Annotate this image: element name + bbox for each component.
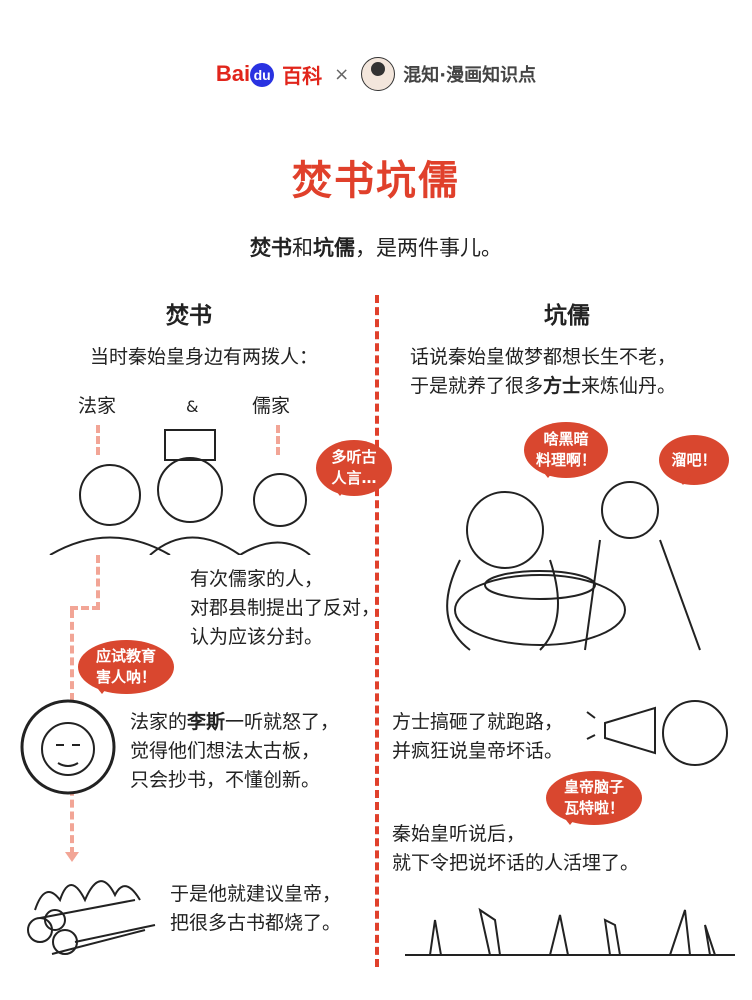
hunzhi-avatar-icon [361, 57, 396, 91]
left-para1: 有次儒家的人， 对郡县制提出了反对， 认为应该分封。 [190, 565, 380, 652]
megaphone-man-illustration [586, 700, 728, 766]
speech-bubble-dark-cuisine: 啥黑暗料理啊！ [524, 422, 608, 478]
subtitle-text: 和 [292, 236, 313, 260]
burning-books-illustration [27, 880, 156, 955]
baidu-paw-icon: du [250, 63, 275, 88]
text-line: 就下令把说坏话的人活埋了。 [392, 852, 640, 874]
text-line: 于是就养了很多方士来炼仙丹。 [410, 372, 676, 401]
speech-bubble-run: 溜吧！ [659, 435, 729, 485]
text-line: 法家的李斯一听就怒了， [130, 708, 339, 737]
ampersand: & [186, 397, 199, 416]
text-span: 法家的 [130, 711, 188, 733]
flow-line [70, 606, 100, 610]
text-line: 把很多古书都烧了。 [170, 912, 342, 934]
text-span: 于是就养了很多 [410, 375, 544, 397]
text-line: 只会抄书，不懂创新。 [130, 769, 321, 791]
pointer-fajia [96, 425, 100, 455]
bubble-line: 害人呐！ [95, 668, 156, 686]
speech-bubble-lisi: 应试教育害人呐！ [78, 640, 174, 694]
right-heading: 坑儒 [544, 303, 590, 329]
lisi-name: 李斯 [187, 711, 226, 733]
subtitle-text-2: ，是两件事儿。 [355, 236, 502, 260]
brand-name: 混知·漫画知识点 [403, 65, 537, 86]
label-fajia: 法家 [78, 395, 117, 417]
left-para3: 于是他就建议皇帝， 把很多古书都烧了。 [170, 880, 341, 938]
bubble-line: 皇帝脑子 [563, 778, 624, 796]
fajia-rujia-illustration [49, 429, 311, 555]
page-title: 焚书坑儒 [292, 158, 460, 204]
right-para1: 方士搞砸了就跑路， 并疯狂说皇帝坏话。 [392, 708, 563, 766]
text-line: 认为应该分封。 [190, 626, 324, 648]
center-divider [375, 295, 379, 967]
left-heading: 焚书 [166, 303, 212, 329]
text-line: 觉得他们想法太古板， [130, 740, 321, 762]
pointer-rujia [276, 425, 280, 455]
subtitle: 焚书和坑儒，是两件事儿。 [0, 232, 752, 262]
lisi-portrait [20, 699, 116, 795]
text-line: 方士搞砸了就跑路， [392, 711, 564, 733]
buried-hands-illustration [405, 907, 735, 956]
text-line: 话说秦始皇做梦都想长生不老， [410, 346, 677, 368]
subtitle-bold-2: 坑儒 [313, 236, 355, 260]
bubble-line: 啥黑暗 [543, 430, 589, 448]
text-line: 并疯狂说皇帝坏话。 [392, 740, 564, 762]
bubble-line: 瓦特啦！ [563, 799, 624, 817]
bubble-line: 多听古 [331, 448, 377, 466]
flow-line [96, 555, 100, 610]
baidu-text: Bai [215, 60, 251, 86]
baike-text: 百科 [282, 63, 323, 88]
text-line: 于是他就建议皇帝， [170, 883, 342, 905]
left-para2: 法家的李斯一听就怒了， 觉得他们想法太古板， 只会抄书，不懂创新。 [130, 708, 339, 795]
text-line: 有次儒家的人， [190, 568, 324, 590]
right-intro: 话说秦始皇做梦都想长生不老， 于是就养了很多方士来炼仙丹。 [410, 343, 676, 401]
right-para2: 秦始皇听说后， 就下令把说坏话的人活埋了。 [392, 820, 639, 878]
bubble-line: 料理啊！ [535, 451, 596, 469]
text-line: 对郡县制提出了反对， [190, 597, 381, 619]
text-span: 来炼仙丹。 [581, 375, 677, 397]
arrow-down-icon [65, 852, 79, 869]
bubble-line: 溜吧！ [671, 450, 717, 469]
subtitle-bold-1: 焚书 [250, 236, 292, 260]
text-span: 一听就怒了， [225, 711, 340, 733]
label-rujia: 儒家 [252, 395, 291, 417]
alchemists-cauldron-illustration [446, 481, 701, 651]
bubble-line: 人言… [331, 469, 377, 487]
speech-bubble-rujia: 多听古人言… [316, 440, 392, 496]
text-line: 秦始皇听说后， [392, 823, 526, 845]
times-sign: × [334, 63, 350, 85]
fangshi-term: 方士 [543, 375, 582, 397]
bubble-line: 应试教育 [95, 647, 156, 665]
left-intro: 当时秦始皇身边有两拨人： [90, 346, 319, 368]
speech-bubble-emperor-crazy: 皇帝脑子瓦特啦！ [546, 771, 642, 825]
